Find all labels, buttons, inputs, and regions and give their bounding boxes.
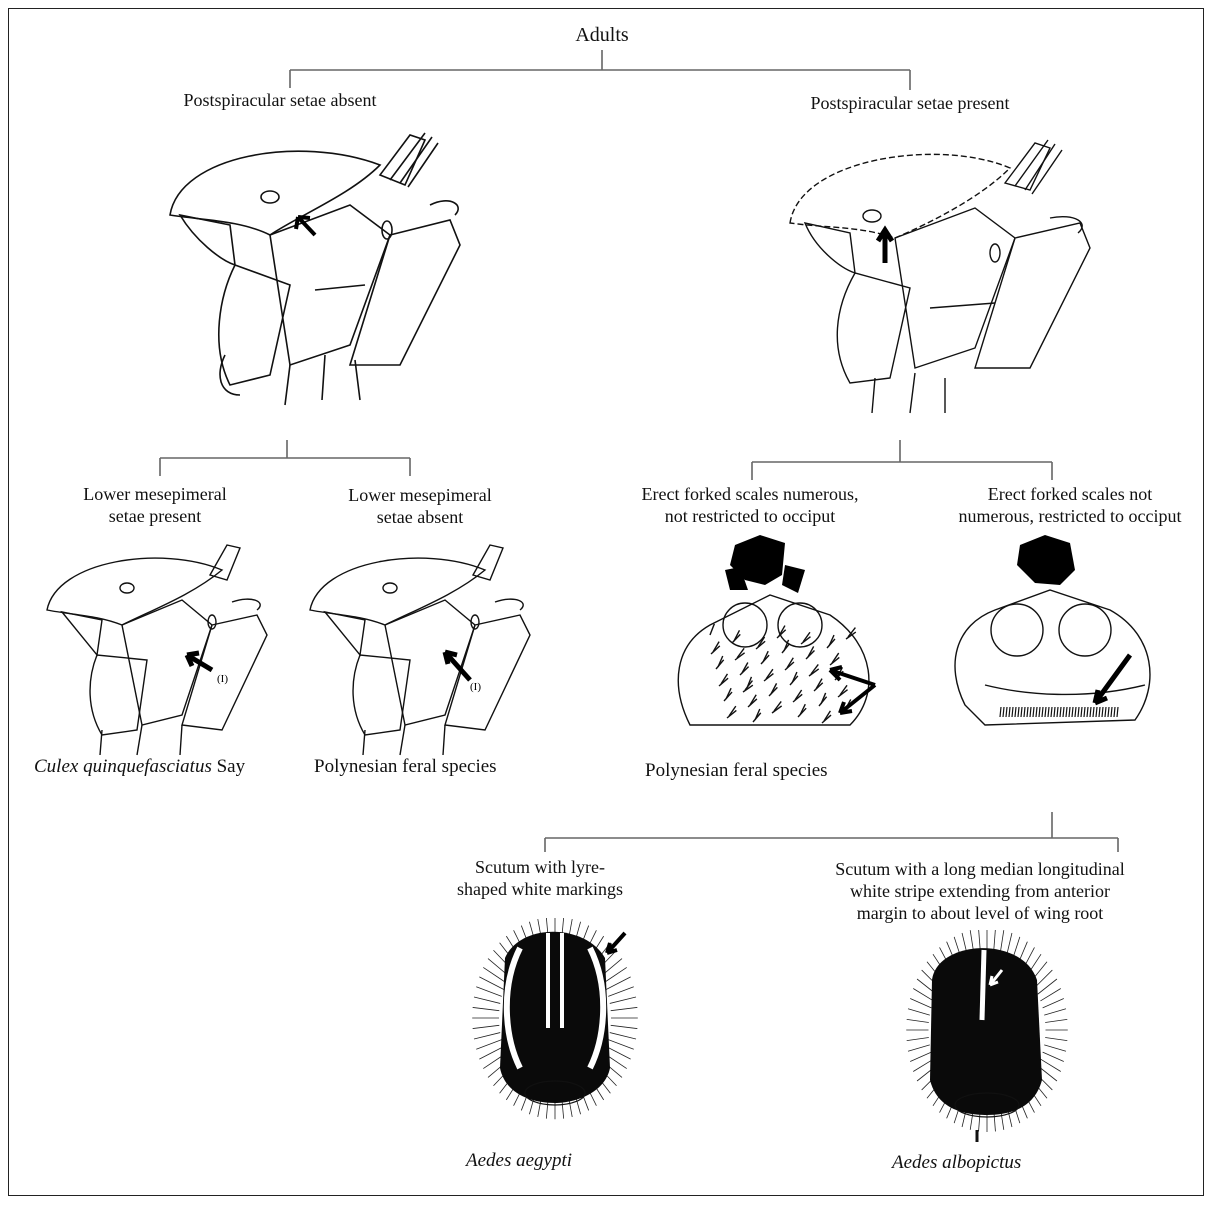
species-polynesian-2: Polynesian feral species [645, 760, 828, 782]
head-forked-scales-restricted [945, 535, 1175, 735]
arrow-icon [878, 230, 892, 263]
scutum-stripe-label: Scutum with a long median longitudinal w… [780, 858, 1180, 924]
arrow-icon [607, 933, 625, 953]
mesepimeral-present-label: Lower mesepimeral setae present [40, 483, 270, 527]
thorax-lateral-setae-absent [150, 125, 480, 415]
scutum-aedes-albopictus [902, 930, 1072, 1150]
thorax-polynesian: (I) [305, 540, 555, 760]
arrow-icon [840, 685, 875, 713]
arrow-icon [1095, 655, 1130, 703]
forked-scales-numerous-label: Erect forked scales numerous, not restri… [600, 483, 900, 527]
forked-scales-not-numerous-label: Erect forked scales not numerous, restri… [930, 483, 1210, 527]
postspiracular-absent-label: Postspiracular setae absent [130, 89, 430, 111]
root-label: Adults [560, 24, 644, 46]
species-aedes-aegypti: Aedes aegypti [466, 1150, 572, 1172]
arrow-mark-label: (I) [217, 673, 228, 685]
head-forked-scales-numerous [670, 535, 890, 735]
scutum-aedes-aegypti [465, 918, 655, 1148]
thorax-culex: (I) [42, 540, 292, 760]
scutum-lyre-label: Scutum with lyre- shaped white markings [420, 856, 660, 900]
mesepimeral-absent-label: Lower mesepimeral setae absent [305, 484, 535, 528]
thorax-lateral-setae-present [780, 128, 1110, 418]
postspiracular-present-label: Postspiracular setae present [760, 92, 1060, 114]
species-aedes-albopictus: Aedes albopictus [892, 1152, 1021, 1174]
arrow-mark-label: (I) [470, 681, 481, 693]
